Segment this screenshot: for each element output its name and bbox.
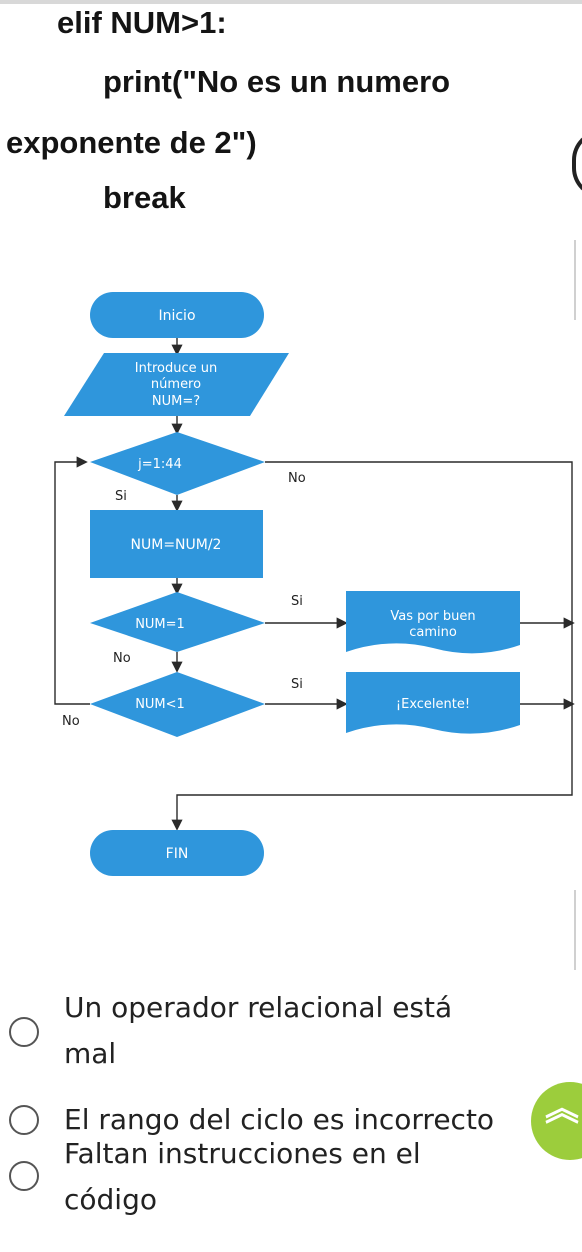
input-label-1: Introduce un (135, 361, 217, 376)
option-text-line1: Un operador relacional está (64, 991, 453, 1024)
code-line-print-continued: exponente de 2") (6, 125, 257, 160)
option-text-line2: código (64, 1183, 157, 1216)
code-line-break: break (103, 180, 186, 215)
input-parallelogram (64, 353, 289, 416)
end-label: FIN (166, 846, 189, 862)
option-text-line1: El rango del ciclo es incorrecto (64, 1103, 495, 1136)
radio-button[interactable] (9, 1017, 39, 1047)
decision2-si-label: Si (291, 677, 303, 692)
decision-num-equals-1 (90, 592, 265, 652)
radio-button[interactable] (9, 1161, 39, 1191)
code-line-print: print("No es un numero (103, 64, 451, 99)
double-chevron-up-icon: ︽ (545, 1089, 579, 1129)
loop-decision-diamond (90, 432, 265, 495)
output2-label: ¡Excelente! (396, 697, 470, 712)
scroll-edge-indicator (572, 130, 582, 198)
output1-label-1: Vas por buen (390, 609, 475, 624)
input-label-2: número (151, 377, 201, 392)
separator-line (574, 890, 576, 970)
radio-button[interactable] (9, 1105, 39, 1135)
separator-line (574, 240, 576, 320)
start-label: Inicio (158, 308, 195, 324)
option-text-line1: Faltan instrucciones en el (64, 1137, 421, 1170)
decision1-si-label: Si (291, 594, 303, 609)
quiz-option-3[interactable]: Faltan instrucciones en el código (0, 1131, 582, 1231)
quiz-option-2[interactable]: El rango del ciclo es incorrecto (0, 1097, 582, 1143)
loop-no-label: No (288, 471, 306, 486)
decision1-label: NUM=1 (135, 617, 185, 632)
loop-decision-label: j=1:44 (137, 457, 182, 472)
flowchart-image: Inicio Introduce un número NUM=? j=1:44 … (54, 292, 575, 876)
decision-num-less-1 (90, 672, 265, 737)
output-document-2 (346, 672, 520, 734)
input-label-3: NUM=? (152, 394, 200, 409)
process-label: NUM=NUM/2 (131, 537, 222, 553)
quiz-option-1[interactable]: Un operador relacional está mal (0, 985, 582, 1075)
flowchart-connectors (54, 338, 575, 831)
output1-label-2: camino (409, 625, 457, 640)
output-document-1 (346, 591, 520, 654)
process-box (90, 510, 263, 578)
top-divider (0, 0, 582, 4)
code-line-elif: elif NUM>1: (57, 5, 227, 40)
decision1-no-label: No (113, 651, 131, 666)
loop-si-label: Si (115, 489, 127, 504)
decision2-no-label: No (62, 714, 80, 729)
start-terminal (90, 292, 264, 338)
option-text-line2: mal (64, 1037, 117, 1070)
end-terminal (90, 830, 264, 876)
decision2-label: NUM<1 (135, 697, 185, 712)
